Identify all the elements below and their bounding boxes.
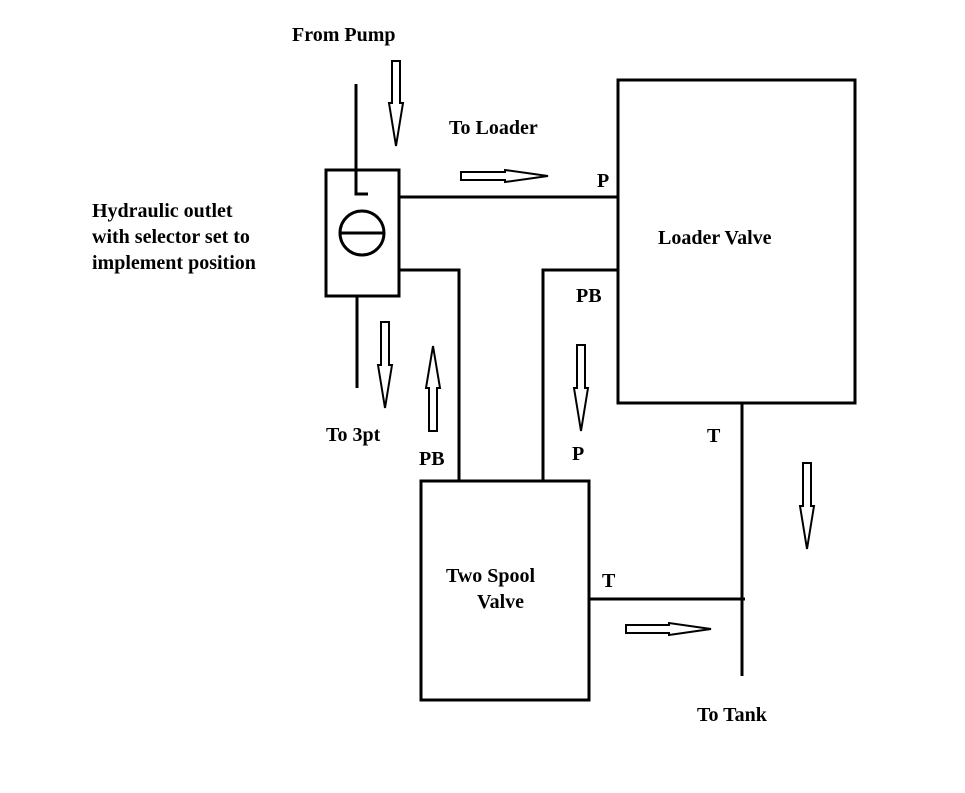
arrow-down-from-pump-icon — [387, 60, 405, 147]
to-loader-label: To Loader — [449, 117, 538, 139]
arrow-down-tank-icon — [798, 462, 816, 550]
spool-p-port-label: P — [572, 443, 584, 465]
loader-valve-label: Loader Valve — [658, 227, 772, 249]
pump-inlet-line — [354, 84, 368, 196]
arrow-up-pb-icon — [424, 345, 442, 432]
spool-t-port-label: T — [602, 570, 616, 592]
outlet-label-line2: with selector set to — [92, 226, 250, 248]
loader-pb-line — [541, 268, 620, 481]
arrow-right-to-loader-icon — [460, 168, 549, 184]
loader-t-port-label: T — [707, 425, 721, 447]
spool-valve-label-line2: Valve — [477, 591, 524, 613]
spool-pb-line — [399, 268, 461, 481]
to-tank-label: To Tank — [697, 704, 768, 726]
spool-pb-port-label: PB — [419, 448, 445, 470]
spool-valve-label-line1: Two Spool — [446, 565, 536, 587]
outlet-label-line1: Hydraulic outlet — [92, 200, 233, 222]
arrow-down-spool-p-icon — [572, 344, 590, 432]
outlet-label-line3: implement position — [92, 252, 256, 274]
loader-p-port-label: P — [597, 170, 609, 192]
to-3pt-label: To 3pt — [326, 424, 381, 446]
arrow-right-spool-tank-icon — [625, 621, 712, 637]
loader-valve-box — [616, 78, 857, 405]
two-spool-valve-box — [419, 479, 591, 702]
from-pump-label: From Pump — [292, 24, 396, 46]
arrow-down-to-3pt-icon — [376, 321, 394, 409]
loader-pb-port-label: PB — [576, 285, 602, 307]
